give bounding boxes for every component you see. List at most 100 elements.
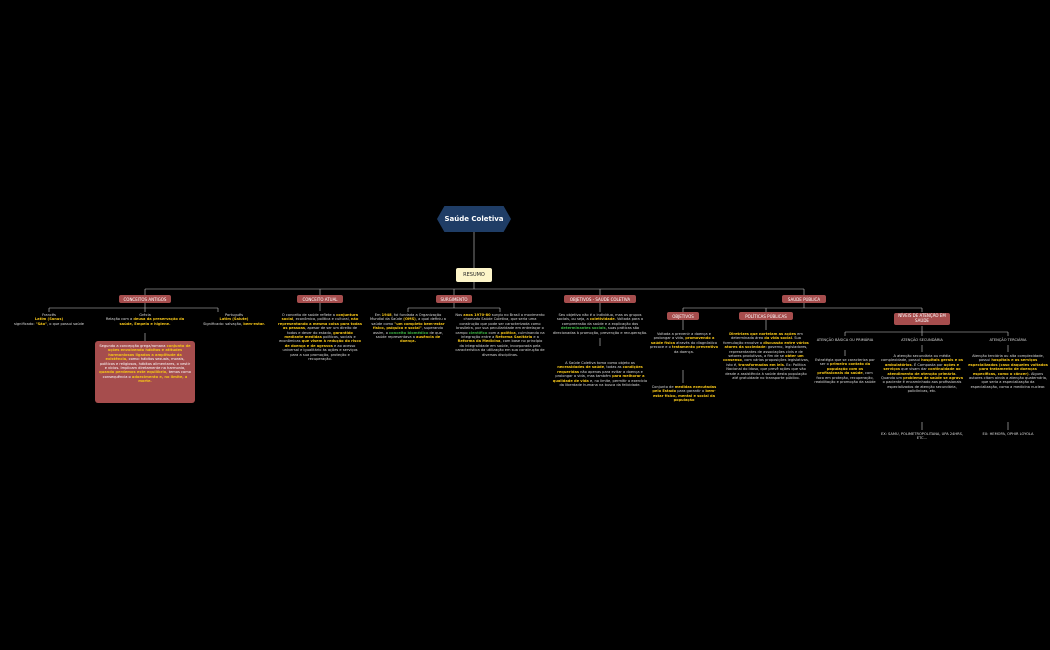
- obj-a3: através do diagnóstico precoce e o: [649, 340, 718, 350]
- obj-b3: para garantir o: [676, 389, 706, 394]
- obsc-b7: e, no limite, permitir o exercício da li…: [559, 378, 648, 388]
- surg2-t7: , culminando na integração entre a: [461, 330, 545, 340]
- basica-t2: primeiro contato da população com os pro…: [817, 362, 871, 376]
- sec-t8: problema de saúde se agrava: [903, 376, 964, 381]
- pol-t9: transformadas em leis: [738, 362, 784, 367]
- sec-t5: que visam dar: [900, 367, 929, 372]
- surg-t1: Em: [374, 313, 382, 317]
- note-text-4: Implicam diretamente na harmonia,: [119, 366, 186, 371]
- pol-t10: . Ex: Política Nacional do Idoso, que pr…: [725, 362, 807, 381]
- sec-t9: o paciente é encaminhado aos profissiona…: [882, 380, 962, 394]
- atencao-terciaria-exemplos: EX: HEMOPA, OPHIR LOYOLA: [982, 432, 1034, 436]
- note-text-7: adoecimento e, no limite, a morte.: [131, 374, 188, 384]
- port-text-1: Significado: salvação,: [203, 321, 244, 326]
- pol-t7: obter um consenso: [723, 354, 804, 363]
- obsc-b6: para melhorar a qualidade de vida: [552, 374, 645, 383]
- obj-a5: da doença.: [674, 349, 694, 354]
- surg2-t1: Nos: [455, 313, 464, 317]
- branch-surgimento[interactable]: SURGIMENTO: [436, 295, 472, 303]
- surg-t6: "um completo bem-estar físico, psíquico …: [372, 321, 445, 331]
- conceito-grecia: Grécia Relação com a deusa da preservaçã…: [98, 313, 192, 326]
- surg-t7: , superando assim, o: [372, 326, 444, 335]
- conceito-frances: Francês Latim (Sanus) significado: "São"…: [4, 313, 94, 326]
- branch-conceito-atual[interactable]: CONCEITO ATUAL: [297, 295, 343, 303]
- atual-t7: políticas, sociais e econômicas: [279, 335, 356, 344]
- sec-t3: . É Composta por: [911, 362, 944, 367]
- obsc-b5: não apenas para evitar a doença e prolon…: [555, 369, 643, 379]
- obj-b2: medidas executadas pelo Estado: [652, 385, 717, 394]
- obsc-a1: Seu objetivo não é o indivíduo, mas os g…: [556, 313, 642, 322]
- branch-objetivos[interactable]: OBJETIVOS: [667, 312, 699, 320]
- obsc-a2: coletividade: [589, 317, 615, 322]
- port-latim: Latim (Salute): [219, 317, 249, 322]
- atual-t6: garantido mediante medidas: [284, 330, 353, 340]
- objetivos-sc-text-1: Seu objetivo não é o indivíduo, mas os g…: [552, 313, 648, 335]
- pol-t6: : governo, legisladores, representantes …: [728, 345, 808, 359]
- basica-t1: Estratégia que se caracteriza por ser o: [815, 358, 875, 367]
- frances-text-2: "São": [35, 321, 47, 326]
- atual-t4: não representando a mesma coisa para tod…: [278, 317, 362, 331]
- politicas-text: Diretrizes que norteiam as ações em dete…: [722, 332, 810, 380]
- port-title: Português: [224, 313, 244, 317]
- grecia-text-1: Relação com a: [105, 317, 134, 322]
- ter-t4: (caso daqueles voltados para tratamento …: [972, 362, 1048, 376]
- surg2-t4: científico: [468, 330, 488, 335]
- objetivos-text-2: Conjunto de medidas executadas pelo Esta…: [648, 385, 720, 403]
- conceito-atual-text: O conceito de saúde reflete a conjuntura…: [278, 313, 362, 361]
- surg-t4: (OMS): [403, 317, 416, 322]
- sec-t4: ações e serviços: [883, 362, 960, 372]
- port-text-2: bem-estar.: [243, 321, 265, 326]
- objetivos-text-1: Voltada a prevenir a doença e prolongar …: [648, 332, 720, 354]
- root-node[interactable]: Saúde Coletiva: [437, 206, 511, 232]
- concepcao-grega-note: Segundo a concepção grega/romana conjunt…: [95, 341, 195, 403]
- resumo-node[interactable]: RESUMO: [456, 268, 492, 282]
- note-text-2: conjunto de ações envolvendo hábitos e a…: [105, 344, 191, 362]
- surgimento-oms-text: Em 1948, foi fundada a Organização Mundi…: [368, 313, 448, 344]
- pol-t4: . Sua formulação envolve a: [723, 336, 802, 345]
- pol-t2: em determinada área: [730, 332, 803, 341]
- note-text-5: quando perdemos este equilíbrio,: [99, 370, 168, 375]
- frances-title: Francês: [42, 313, 56, 317]
- ter-t2: hospitais e os serviços especializados: [968, 358, 1038, 367]
- sec-t6: continuidade ao atendimento de atenção p…: [887, 367, 961, 376]
- frances-latim: Latim (Sanus): [34, 317, 64, 322]
- obsc-b1: A Saúde Coletiva toma como objeto as: [565, 361, 635, 365]
- surg2-t8: Reforma Sanitária: [495, 335, 533, 340]
- atencao-terciaria-text: Atenção terciária ou alta complexidade, …: [968, 354, 1048, 389]
- surg2-t2: anos 1970-80: [463, 313, 491, 317]
- branch-niveis-atencao[interactable]: NÍVEIS DE ATENÇÃO EM SAÚDE: [894, 313, 950, 325]
- sec-t1: A atenção secundária ou média complexida…: [880, 354, 951, 363]
- note-text-1: Segundo a concepção grega/romana: [99, 344, 167, 348]
- grecia-text-3: saúde, Empeia e higiene.: [119, 321, 171, 326]
- pol-t8: , com várias proposições legislativas, i…: [726, 358, 809, 367]
- branch-saude-publica[interactable]: SAÚDE PÚBLICA: [782, 295, 826, 303]
- obsc-b3: , todas as: [604, 365, 623, 370]
- branch-politicas-publicas[interactable]: POLÍTICAS PÚBLICAS: [739, 312, 793, 320]
- atual-t2: conjuntura social: [281, 313, 359, 322]
- atencao-basica-text: Estratégia que se caracteriza por ser o …: [814, 358, 876, 384]
- obsc-b4: condições requeridas: [557, 365, 643, 374]
- frances-text-3: , o que possui saúde: [46, 321, 84, 326]
- surg-t8: conceito biomédico: [389, 330, 429, 335]
- conceito-portugues: Português Latim (Salute) Significado: sa…: [194, 313, 274, 326]
- surg2-t6: política: [500, 330, 516, 335]
- branch-objetivos-saude-coletiva[interactable]: OBJETIVOS - SAÚDE COLETIVA: [564, 295, 636, 303]
- sec-t7: . Quando um: [880, 371, 957, 381]
- obsc-a3: . Voltada para a compreensão da saúde e …: [561, 317, 644, 326]
- ter-t1: Atenção terciária ou alta complexidade, …: [972, 354, 1044, 363]
- pol-t1: Diretrizes que norteiam as ações: [729, 332, 797, 336]
- atencao-secundaria-text: A atenção secundária ou média complexida…: [880, 354, 964, 394]
- surg-t3: , foi fundada a Organização Mundial da S…: [369, 313, 442, 322]
- obj-a4: tratamento preventivo: [671, 345, 719, 350]
- atencao-secundaria-exemplos: EX: SAMU, POLIMETROPOLITANA, UPA 24HRS, …: [880, 432, 964, 441]
- atual-t1: O conceito de saúde reflete a: [281, 313, 337, 317]
- frances-text-1: significado:: [14, 321, 36, 326]
- surg2-t9: e a: [532, 335, 539, 340]
- atual-t9: e ao acesso universal e igualitário às a…: [282, 343, 358, 362]
- note-text-3: como: hábitos sexuais, morais, políticos…: [99, 357, 191, 371]
- branch-conceitos-antigos[interactable]: CONCEITOS ANTIGOS: [119, 295, 171, 303]
- pol-t3: da vida social: [764, 336, 792, 341]
- basica-t3: , com foco em proteção, recuperação, rea…: [814, 371, 876, 385]
- grecia-text-2: deusa da preservação da: [133, 317, 185, 322]
